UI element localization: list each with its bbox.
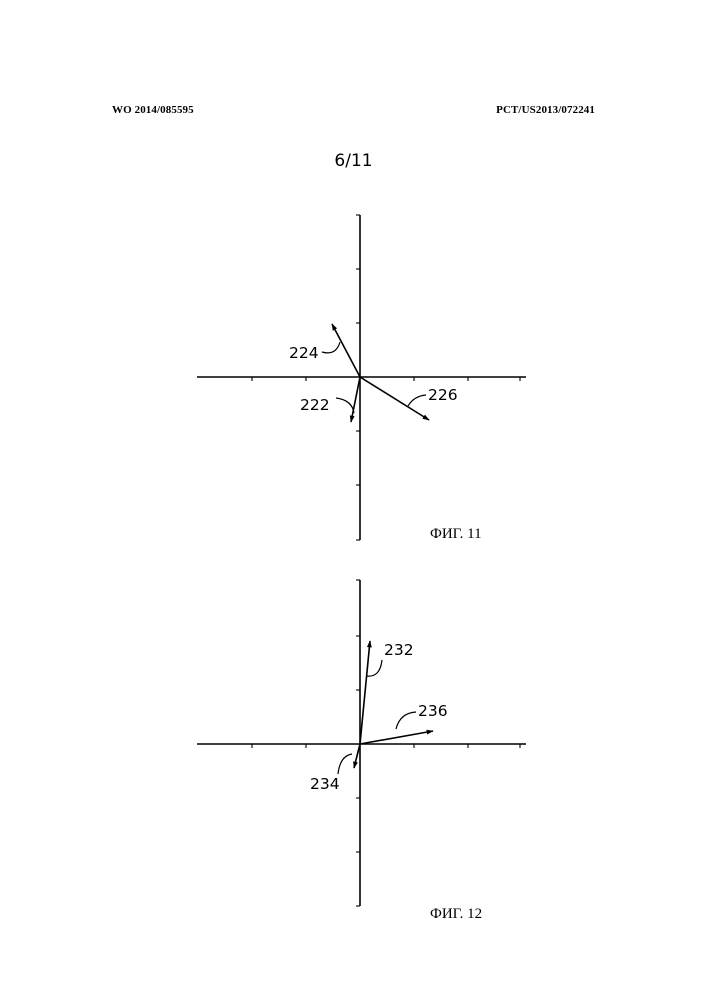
leader-226 — [408, 395, 426, 406]
figure-12: 232 236 234 ФИГ. 12 — [197, 580, 526, 922]
label-236: 236 — [418, 702, 448, 720]
vector-232 — [360, 641, 370, 744]
vector-222 — [351, 377, 360, 422]
figure-12-caption: ФИГ. 12 — [430, 906, 482, 922]
leader-222 — [336, 398, 354, 413]
vector-234 — [354, 744, 360, 768]
label-234: 234 — [310, 775, 340, 793]
vector-236 — [360, 731, 433, 744]
label-222: 222 — [300, 396, 330, 414]
leader-224 — [322, 342, 340, 353]
label-224: 224 — [289, 344, 319, 362]
vector-224 — [332, 324, 360, 377]
vector-226 — [360, 377, 429, 420]
leader-234 — [338, 754, 352, 774]
label-232: 232 — [384, 641, 414, 659]
label-226: 226 — [428, 386, 458, 404]
leader-236 — [396, 712, 416, 729]
figure-11: 224 222 226 ФИГ. 11 — [197, 215, 526, 542]
figure-11-caption: ФИГ. 11 — [430, 526, 482, 542]
fig12-ticks — [252, 580, 520, 906]
